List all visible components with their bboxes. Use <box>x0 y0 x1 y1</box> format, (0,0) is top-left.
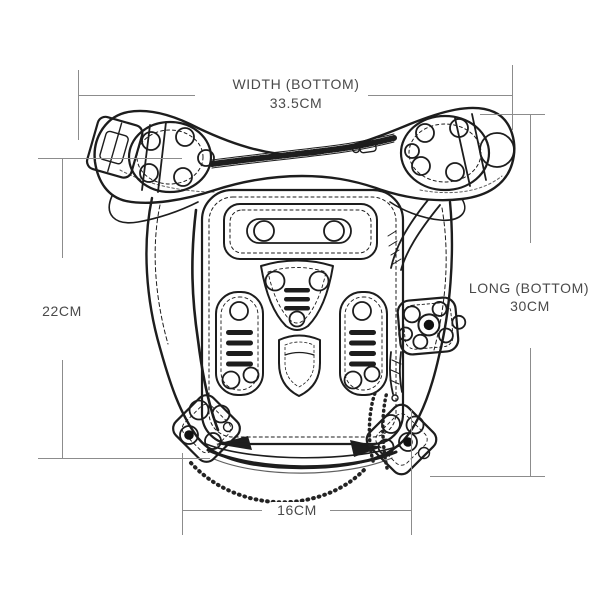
base-dim-tick-left <box>182 453 183 535</box>
base-dim-line-right <box>330 510 411 511</box>
height-side-value: 22CM <box>42 303 82 319</box>
long-dim-line-top <box>530 114 531 243</box>
right-strap-pad <box>399 113 515 192</box>
base-dim-tick-right <box>411 410 412 535</box>
width-bottom-value: 33.5CM <box>269 95 323 111</box>
width-dim-tick-right <box>512 65 513 130</box>
long-dim-tick-bottom <box>430 476 545 477</box>
base-dim-line-left <box>182 510 262 511</box>
width-dim-line-right <box>368 95 512 96</box>
left-corner-plate <box>172 394 241 463</box>
right-vent-panel <box>339 291 388 396</box>
long-dim-line-bottom <box>530 348 531 476</box>
top-plate <box>223 203 378 260</box>
width-dim-line-left <box>78 95 195 96</box>
left-dim-line-top <box>62 158 63 258</box>
shield-ornament <box>278 334 321 397</box>
chain <box>189 390 389 505</box>
width-bottom-label: WIDTH (BOTTOM) <box>232 76 360 92</box>
side-cuff <box>396 296 467 356</box>
bag-body <box>145 196 454 474</box>
long-bottom-label: LONG (BOTTOM) <box>468 280 590 296</box>
long-dim-tick-top <box>480 114 545 115</box>
width-dim-tick-left <box>78 70 79 140</box>
right-corner-plate <box>365 403 438 476</box>
base-width-value: 16CM <box>271 502 323 518</box>
triangle-plate <box>260 259 334 331</box>
left-dim-line-bottom <box>62 360 63 458</box>
left-strap-pad <box>127 120 215 194</box>
long-bottom-value: 30CM <box>510 298 550 314</box>
zipper <box>209 133 397 169</box>
right-strap <box>387 199 441 402</box>
left-dim-tick-bottom <box>38 458 210 459</box>
left-vent-panel <box>215 291 264 396</box>
left-dim-tick-top <box>38 158 182 159</box>
